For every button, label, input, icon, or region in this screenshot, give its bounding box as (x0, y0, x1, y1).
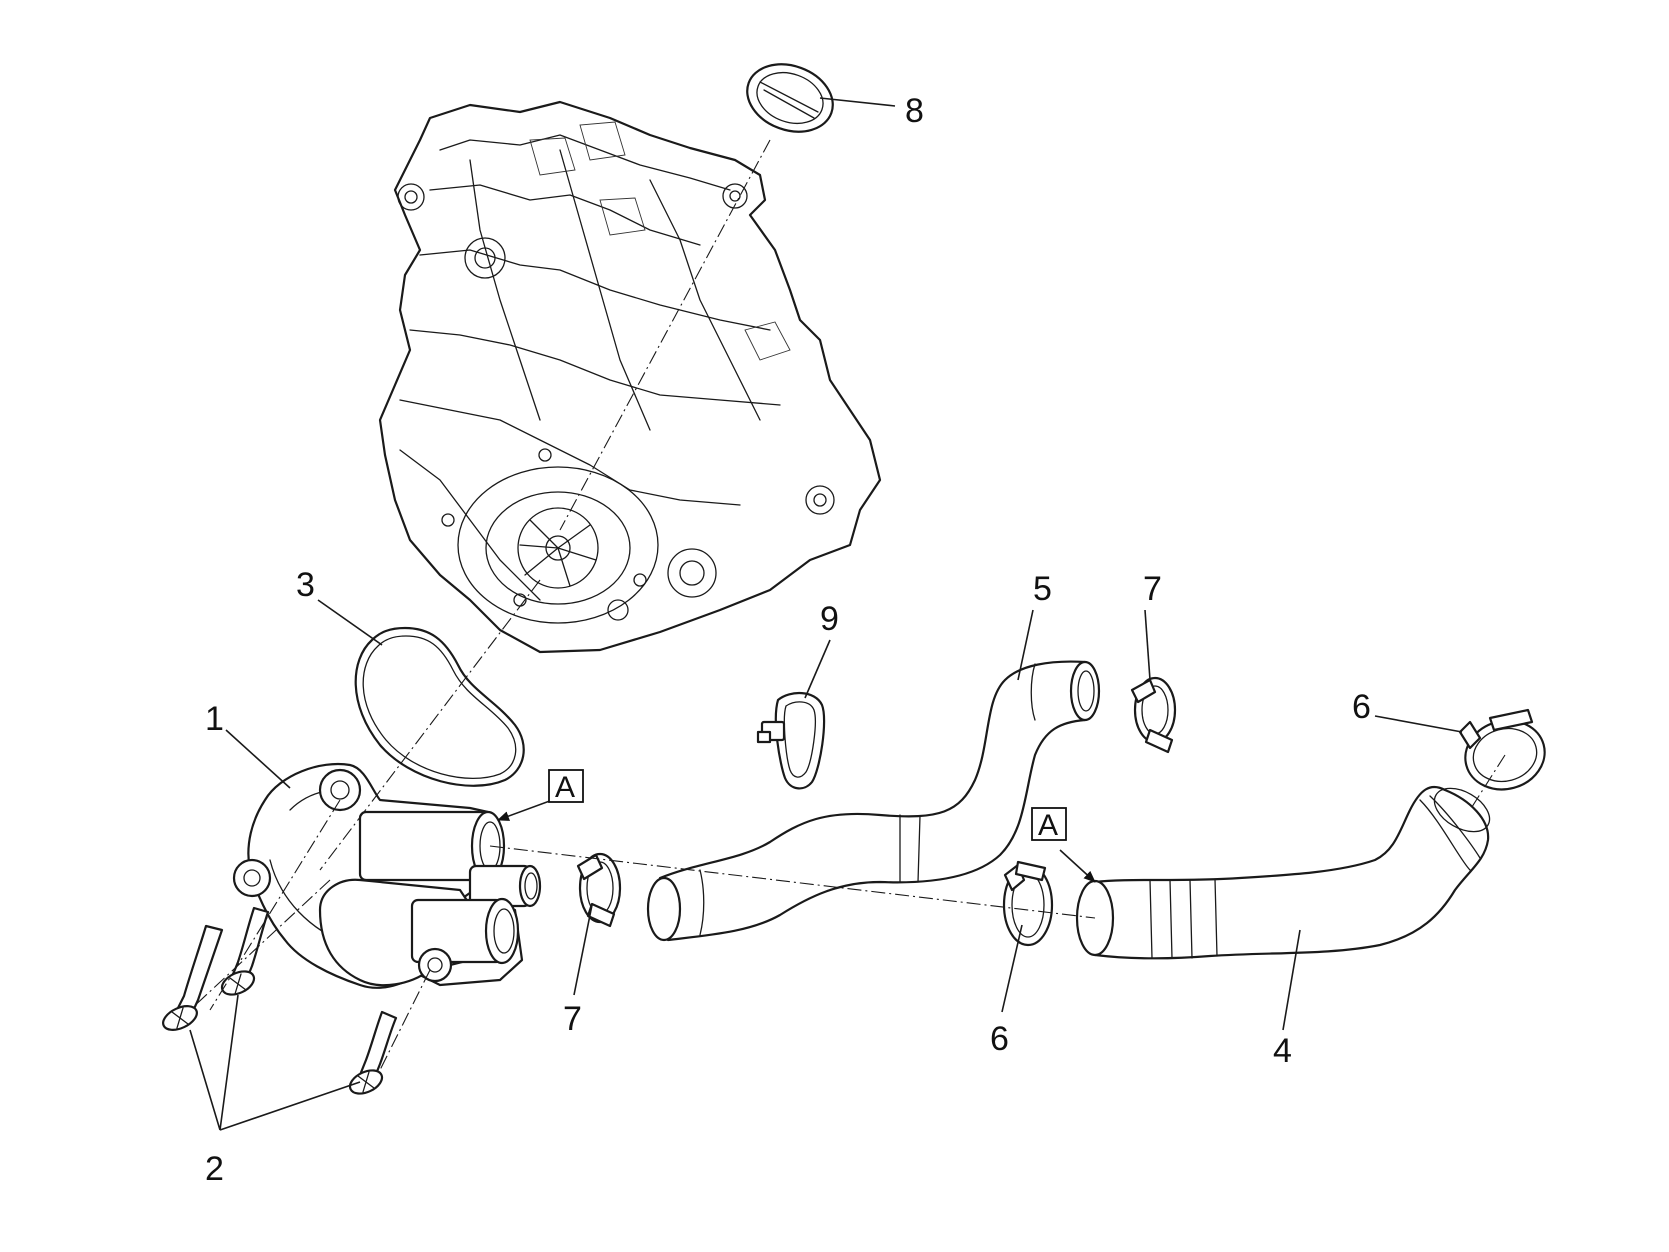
svg-text:A: A (1038, 809, 1058, 842)
assembly-center-lines (189, 139, 1506, 1071)
callout-9: 9 (820, 600, 839, 638)
hose-clamp-lower-small (576, 852, 622, 928)
svg-text:A: A (555, 771, 575, 804)
callout-6-upper: 6 (1352, 688, 1371, 726)
coolant-hose-upper (646, 660, 1101, 942)
pump-cover-o-ring (354, 626, 525, 787)
callout-5: 5 (1033, 570, 1052, 608)
impeller-icon (517, 507, 599, 589)
screw-middle (220, 906, 270, 996)
callout-7-lower: 7 (563, 1000, 582, 1038)
screw-left (162, 924, 224, 1031)
callout-7-upper: 7 (1143, 570, 1162, 608)
water-pump-cover (232, 763, 542, 989)
hose-clamp-upper-small (1130, 676, 1177, 754)
callout-8: 8 (905, 92, 924, 130)
reference-mark-pump-outlet: A (548, 769, 584, 804)
hose-retaining-clip (756, 692, 826, 790)
callout-6-lower: 6 (990, 1020, 1009, 1058)
hose-clamp-upper (1458, 708, 1546, 791)
oil-filler-plug (746, 63, 834, 133)
reference-mark-hose-inlet: A (1031, 807, 1067, 842)
coolant-hose-lower (1075, 785, 1491, 960)
callout-2: 2 (205, 1150, 224, 1188)
callout-4: 4 (1273, 1032, 1292, 1070)
engine-crankcase-cover (378, 100, 882, 654)
callout-3: 3 (296, 566, 315, 604)
screw-lower (348, 1010, 398, 1095)
hose-clamp-lower (1002, 860, 1054, 947)
callout-leader-lines (189, 97, 1463, 1131)
callout-1: 1 (205, 700, 224, 738)
